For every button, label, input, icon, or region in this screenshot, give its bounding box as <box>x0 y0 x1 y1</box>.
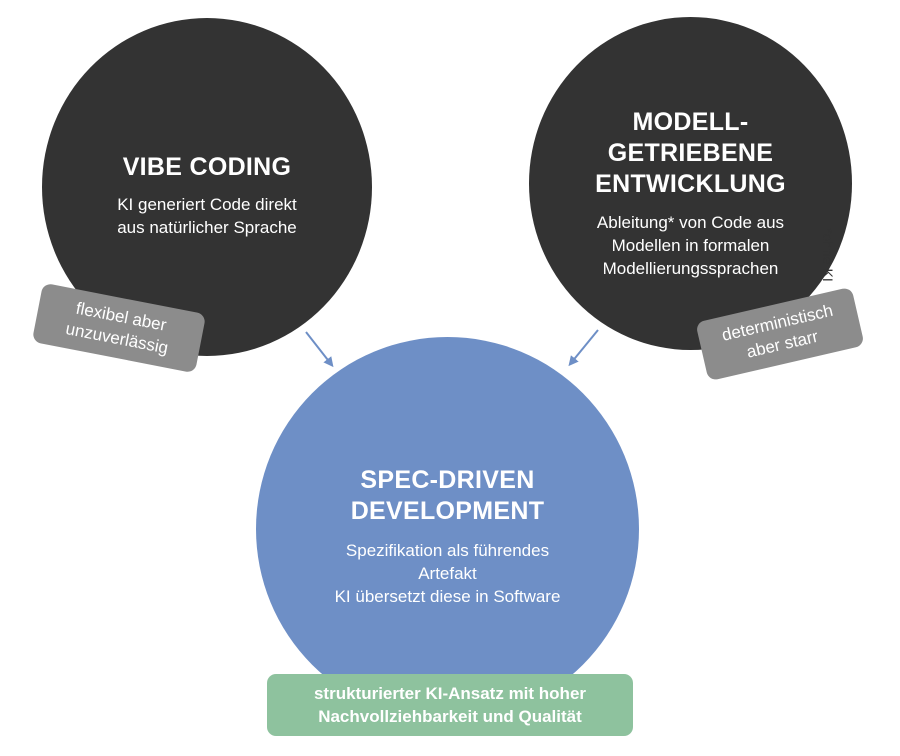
mde-title-line: MODELL- <box>632 108 749 136</box>
mde-title-line: GETRIEBENE <box>607 139 774 167</box>
arrow-mde-to-sdd <box>568 329 599 367</box>
vibe-desc-line: KI generiert Code direkt <box>117 195 297 214</box>
mde-desc-line: Modellierungssprachen <box>602 259 779 278</box>
vibe-coding-description: KI generiert Code direkt aus natürlicher… <box>117 193 297 239</box>
arrow-vibe-to-sdd <box>305 331 334 368</box>
spec-driven-tag: strukturierter KI-Ansatz mit hoher Nachv… <box>267 674 633 736</box>
sdd-tag-line: strukturierter KI-Ansatz mit hoher <box>313 684 587 703</box>
footnote-ohne-ki: *ohne KI <box>820 228 836 282</box>
spec-driven-circle: SPEC-DRIVEN DEVELOPMENT Spezifikation al… <box>256 337 639 721</box>
spec-driven-description: Spezifikation als führendes Artefakt KI … <box>335 539 561 608</box>
vibe-desc-line: aus natürlicher Sprache <box>117 218 297 237</box>
sdd-desc-line: Artefakt <box>418 564 477 583</box>
spec-driven-title: SPEC-DRIVEN DEVELOPMENT <box>351 465 545 527</box>
sdd-desc-line: Spezifikation als führendes <box>345 541 550 560</box>
model-driven-description: Ableitung* von Code aus Modellen in form… <box>597 211 784 280</box>
model-driven-circle: MODELL- GETRIEBENE ENTWICKLUNG Ableitung… <box>529 17 852 350</box>
sdd-desc-line: KI übersetzt diese in Software <box>334 587 561 606</box>
mde-desc-line: Modellen in formalen <box>611 236 770 255</box>
sdd-tag-line: Nachvollziehbarkeit und Qualität <box>318 707 582 726</box>
sdd-title-line: SPEC-DRIVEN <box>360 466 535 494</box>
mde-desc-line: Ableitung* von Code aus <box>596 213 785 232</box>
vibe-coding-circle: VIBE CODING KI generiert Code direkt aus… <box>42 18 372 356</box>
model-driven-title: MODELL- GETRIEBENE ENTWICKLUNG <box>595 107 786 200</box>
vibe-coding-title: VIBE CODING <box>122 153 292 181</box>
mde-title-line: ENTWICKLUNG <box>595 170 786 198</box>
sdd-title-line: DEVELOPMENT <box>350 497 545 525</box>
